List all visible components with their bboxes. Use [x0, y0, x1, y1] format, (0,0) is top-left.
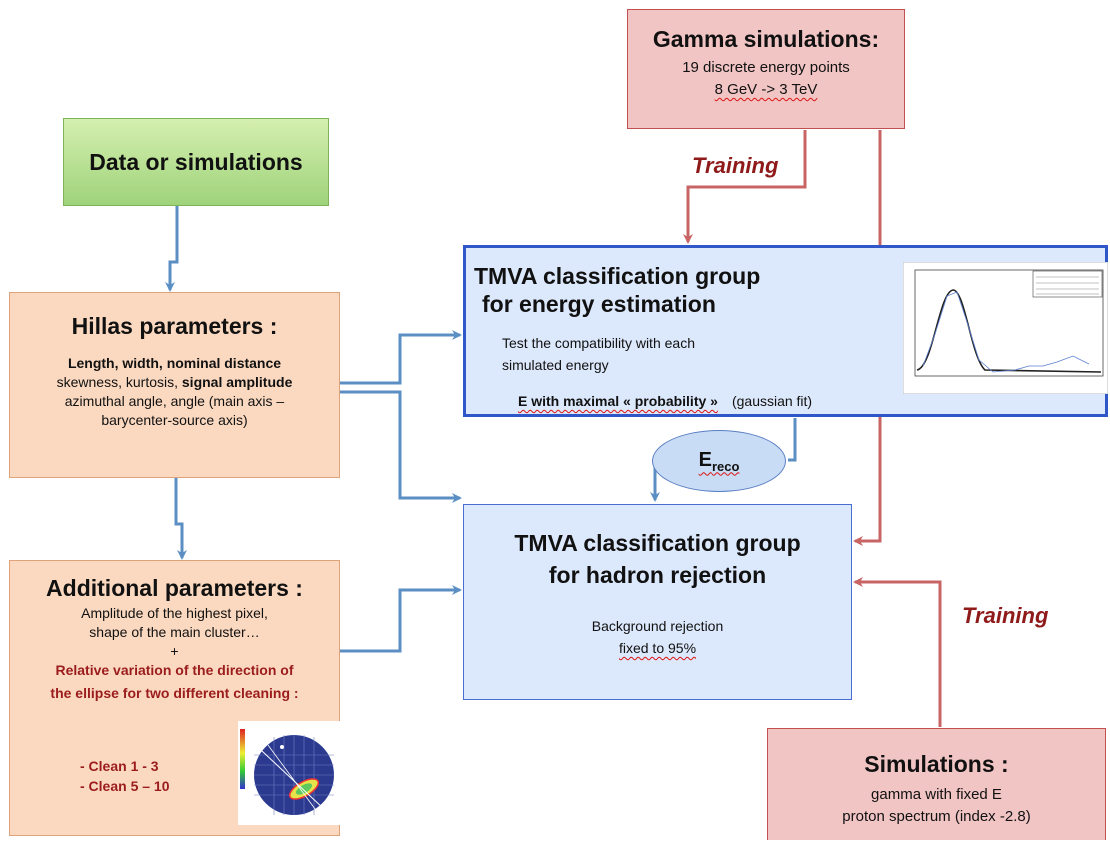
ereco-node: Ereco: [652, 430, 786, 492]
tmva-hadron-rejection-box: TMVA classification group for hadron rej…: [463, 504, 852, 700]
arrow-additional-to-hadron: [340, 585, 462, 653]
data-box-title: Data or simulations: [89, 148, 303, 175]
tmva-energy-max-probability: E with maximal « probability » (gaussian …: [518, 393, 812, 409]
arrow-gamma-training-to-energy: [683, 130, 807, 244]
tmva-energy-title: TMVA classification group for energy est…: [474, 262, 760, 318]
tmva-energy-text-2: simulated energy: [502, 357, 609, 373]
gamma-line-1: 19 discrete energy points: [682, 59, 850, 76]
gamma-simulations-box: Gamma simulations: 19 discrete energy po…: [627, 9, 905, 129]
hillas-line-2-bold: signal amplitude: [181, 374, 293, 390]
tmva-energy-text-1: Test the compatibility with each: [502, 335, 695, 351]
hillas-line-1: Length, width, nominal distance: [67, 355, 282, 371]
tmva-energy-title-2: for energy estimation: [482, 291, 716, 317]
additional-red-line-2: the ellipse for two different cleaning :: [50, 685, 299, 701]
additional-parameters-box: Additional parameters : Amplitude of the…: [9, 560, 348, 836]
training-label-top: Training: [692, 153, 779, 178]
hillas-title: Hillas parameters :: [71, 313, 278, 339]
tmva-hadron-title-1: TMVA classification group: [514, 530, 801, 556]
clean-1-label: - Clean 1 - 3: [80, 758, 159, 774]
simulations-box: Simulations : gamma with fixed E proton …: [767, 728, 1106, 840]
ereco-main: E: [698, 448, 712, 471]
tmva-energy-estimation-box: TMVA classification group for energy est…: [463, 245, 1108, 417]
arrow-simulations-to-hadron: [853, 577, 942, 727]
tmva-energy-title-1: TMVA classification group: [474, 263, 761, 289]
hillas-line-4: barycenter-source axis): [101, 412, 248, 428]
arrow-hillas-to-energy: [340, 330, 462, 385]
gamma-title: Gamma simulations:: [652, 26, 880, 52]
hillas-line-2: skewness, kurtosis, signal amplitude: [10, 373, 339, 392]
hillas-parameters-box: Hillas parameters : Length, width, nomin…: [9, 292, 340, 478]
tmva-energy-e-bold: E with maximal « probability »: [518, 393, 718, 409]
ereco-sub: reco: [711, 458, 740, 474]
hillas-line-3: azimuthal angle, angle (main axis –: [64, 393, 285, 409]
additional-plus: +: [170, 643, 179, 659]
tmva-hadron-title-2: for hadron rejection: [548, 562, 767, 588]
additional-line-1: Amplitude of the highest pixel,: [81, 605, 268, 621]
simulations-line-1: gamma with fixed E: [871, 786, 1002, 803]
arrow-hillas-to-hadron: [340, 390, 462, 503]
additional-line-2: shape of the main cluster…: [89, 624, 260, 640]
tmva-hadron-text-1: Background rejection: [591, 618, 724, 634]
additional-title: Additional parameters :: [46, 575, 303, 601]
clean-2-label: - Clean 5 – 10: [80, 778, 170, 794]
tmva-hadron-text-2: fixed to 95%: [618, 640, 697, 656]
additional-red-line-1: Relative variation of the direction of: [55, 662, 294, 678]
tmva-energy-text: Test the compatibility with each simulat…: [502, 332, 695, 376]
simulations-title: Simulations :: [864, 751, 1009, 777]
simulations-line-2: proton spectrum (index -2.8): [842, 808, 1031, 825]
gaussian-fit-plot-icon: [903, 262, 1108, 394]
ereco-label: Ereco: [699, 449, 740, 474]
camera-image-icon: [238, 721, 348, 825]
arrow-hillas-to-additional: [174, 478, 187, 560]
gamma-line-2: 8 GeV -> 3 TeV: [714, 81, 818, 98]
data-or-simulations-box: Data or simulations: [63, 118, 329, 206]
arrow-data-to-hillas: [165, 206, 179, 292]
hillas-line-2-plain: skewness, kurtosis,: [56, 374, 182, 390]
tmva-energy-e-note: (gaussian fit): [731, 393, 813, 409]
training-label-right: Training: [962, 603, 1049, 628]
arrow-energy-to-ereco: [788, 418, 797, 462]
